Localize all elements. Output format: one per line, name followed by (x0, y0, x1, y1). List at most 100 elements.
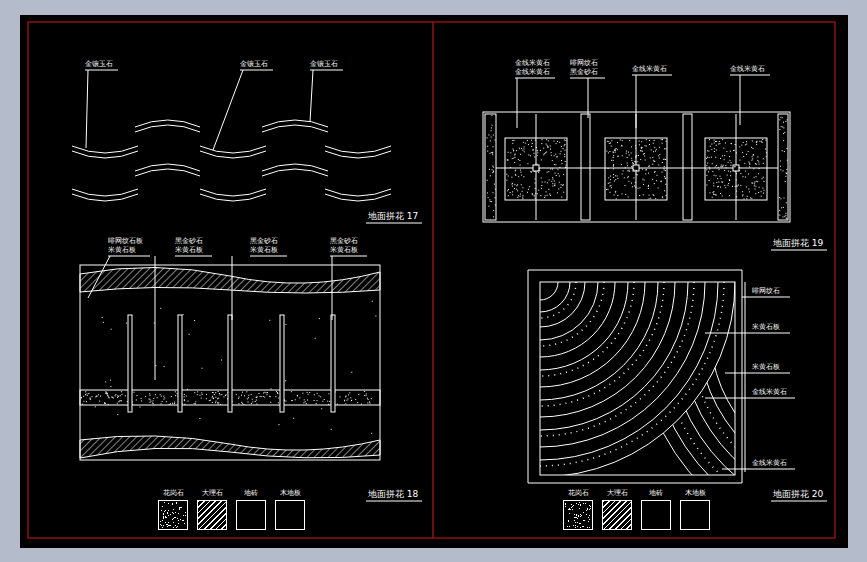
stone-dot (538, 190, 539, 191)
stone-dot (759, 187, 760, 188)
stone-dot (736, 173, 737, 174)
stone-dot (110, 380, 111, 381)
material-label: 黑金砂石 (175, 237, 203, 246)
stone-dot (583, 503, 584, 504)
stone-dot (656, 180, 657, 181)
stone-dot (787, 148, 788, 149)
stone-dot (550, 195, 551, 196)
stone-dot (537, 164, 538, 165)
stone-dot (88, 393, 89, 394)
stone-dot (609, 182, 610, 183)
stone-dot (153, 400, 154, 401)
stone-dot (752, 141, 753, 142)
stone-dot (492, 154, 493, 155)
stone-dot (534, 196, 535, 197)
stone-dot (115, 395, 116, 396)
stone-dot (349, 392, 350, 393)
stone-dot (722, 195, 723, 196)
stone-dot (184, 396, 185, 397)
stone-dot (616, 148, 617, 149)
stone-dot (608, 168, 609, 169)
stone-dot (543, 148, 544, 149)
stone-dot (238, 403, 239, 404)
stone-dot (172, 503, 173, 504)
stone-dot (514, 155, 515, 156)
stone-dot (662, 197, 663, 198)
stone-dot (522, 197, 523, 198)
legend-text: 地砖 (244, 489, 258, 498)
stone-dot (583, 526, 584, 527)
stone-dot (556, 143, 557, 144)
stone-dot (247, 398, 248, 399)
stone-dot (238, 397, 239, 398)
stone-dot (662, 172, 663, 173)
stone-dot (218, 391, 219, 392)
stone-dot (585, 503, 586, 504)
stone-dot (713, 191, 714, 192)
stone-dot (118, 401, 119, 402)
stone-dot (546, 191, 547, 192)
stone-dot (582, 526, 583, 527)
stone-dot (557, 192, 558, 193)
stone-dot (170, 514, 171, 515)
stone-dot (558, 173, 559, 174)
stone-dot (548, 189, 549, 190)
arc-line (540, 282, 705, 447)
stone-dot (309, 392, 310, 393)
stone-dot (115, 394, 116, 395)
stone-dot (642, 169, 643, 170)
stone-dot (743, 176, 744, 177)
drawing-title: 地面拼花 20 (773, 489, 823, 500)
stone-dot (546, 144, 547, 145)
stone-dot (712, 197, 713, 198)
stone-dot (628, 176, 629, 177)
stone-dot (303, 402, 304, 403)
stone-dot (295, 399, 296, 400)
stone-dot (640, 150, 641, 151)
stone-dot (493, 171, 494, 172)
stone-dot (172, 519, 173, 520)
stone-dot (149, 398, 150, 399)
stone-dot (613, 160, 614, 161)
stone-dot (615, 152, 616, 153)
stone-dot (641, 147, 642, 148)
stone-dot (713, 185, 714, 186)
stone-dot (658, 165, 659, 166)
stone-dot (534, 157, 535, 158)
stone-dot (589, 519, 590, 520)
stone-dot (194, 392, 195, 393)
stone-dot (95, 396, 96, 397)
stone-dot (527, 192, 528, 193)
stone-dot (720, 158, 721, 159)
stone-dot (316, 403, 317, 404)
stone-dot (491, 201, 492, 202)
stone-dot (534, 195, 535, 196)
stone-dot (568, 520, 569, 521)
stone-dot (784, 151, 785, 152)
stone-dot (522, 198, 523, 199)
stone-dot (709, 139, 710, 140)
stone-dot (541, 159, 542, 160)
stone-dot (489, 169, 490, 170)
stone-dot (563, 174, 564, 175)
stone-dot (707, 163, 708, 164)
stone-dot (615, 175, 616, 176)
stone-dot (155, 394, 156, 395)
stone-dot (786, 218, 787, 219)
stone-dot (108, 396, 109, 397)
stone-dot (263, 396, 264, 397)
stone-dot (620, 139, 621, 140)
stone-dot (654, 183, 655, 184)
stone-dot (706, 165, 707, 166)
stone-dot (267, 392, 268, 393)
stone-dot (187, 389, 188, 390)
stone-dot (345, 396, 346, 397)
stone-dot (652, 164, 653, 165)
stone-dot (665, 148, 666, 149)
stone-dot (613, 157, 614, 158)
stone-dot (257, 396, 258, 397)
stone-dot (724, 155, 725, 156)
stone-dot (167, 513, 168, 514)
stone-dot (118, 396, 119, 397)
stone-dot (102, 317, 103, 318)
